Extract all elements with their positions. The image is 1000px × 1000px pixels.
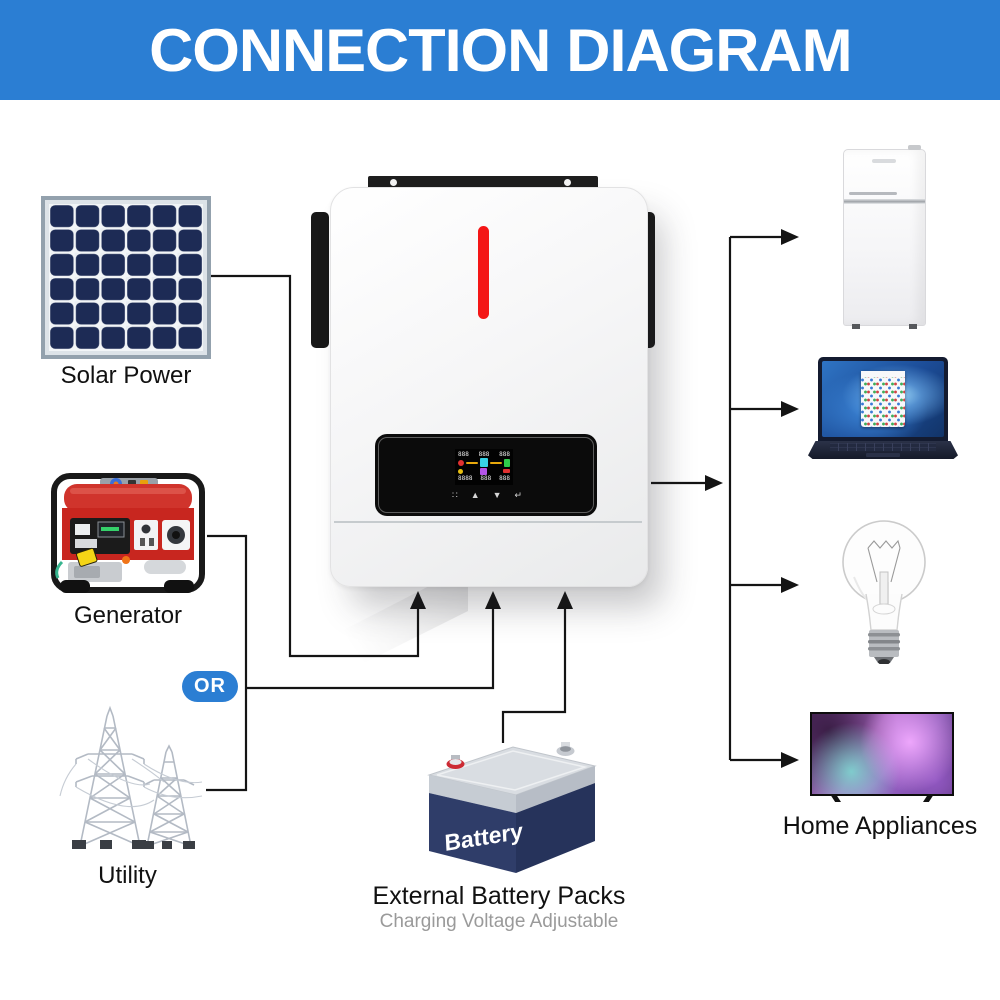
battery-image: Battery [413,733,603,875]
fridge-foot [909,324,917,329]
inverter-led-strip [478,226,489,319]
tv-image [810,712,954,802]
laptop-base [808,441,958,459]
power-towers-icon [59,705,203,849]
wire-icon [466,461,478,464]
inverter-lcd-screen: 888 888 888 8888 888 888 [455,449,513,485]
arrow-battery-to-inverter [557,591,573,609]
laptop-image [808,357,958,463]
load-icon [504,458,510,467]
battery-caption: External Battery Packs [372,882,626,910]
fridge-hinge [908,145,921,150]
connector-solar [211,274,420,658]
lcd-value: 888 [499,475,510,483]
lcd-flow-icons [458,458,510,468]
laptop-screen [818,357,948,441]
alert-icon [503,469,510,474]
connector-battery [501,604,567,743]
light-bulb-icon [842,520,926,664]
refrigerator-image [843,145,926,329]
windows-wallpaper [822,361,944,437]
inverter-display-panel: 888 888 888 8888 888 888 [375,434,597,516]
utility-image [50,702,205,860]
arrow-tv [781,752,799,768]
lcd-value: 888 [458,450,469,458]
connector-generator-utility [206,534,248,792]
inverter-left-grip [311,212,329,348]
lcd-value: 888 [499,450,510,458]
fan-icon [458,459,464,466]
lcd-value: 888 [480,475,492,483]
connector-or-branch [246,604,495,690]
enter-icon: ↵ [514,490,522,500]
light-bulb-image [840,512,928,664]
inverter-seam-line [334,521,642,523]
inverter-body [330,187,648,587]
bracket-hole-icon [564,179,571,186]
sun-icon [458,468,463,474]
lcd-value: 888 [478,450,490,458]
inverter-icon [479,467,487,475]
lcd-bottom-readings: 8888 888 888 [458,476,510,483]
or-badge: OR [182,671,238,702]
arrow-fridge [781,229,799,245]
arrow-ac-to-inverter [485,591,501,609]
arrow-inverter-to-rail [705,475,723,491]
arrow-bulb [781,577,799,593]
fridge-logo [872,159,896,163]
page-title: CONNECTION DIAGRAM [148,16,852,84]
touch-buttons: ∷ ▲ ▼ ↵ [452,491,522,500]
bracket-hole-icon [390,179,397,186]
up-icon: ▲ [470,490,480,500]
lcd-value: 8888 [458,475,473,483]
start-menu-panel [861,371,905,427]
down-icon: ▼ [492,490,502,500]
menu-icon: ∷ [452,490,458,500]
utility-label: Utility [98,862,157,889]
lcd-top-readings: 888 888 888 [458,451,510,458]
battery-3d-icon: Battery [427,742,597,873]
fridge-foot [852,324,860,329]
solar-panel-image [41,196,211,359]
generator-icon [51,473,205,593]
laptop-touchpad [866,453,900,457]
solar-power-label: Solar Power [60,362,192,389]
tv-foot [829,794,841,802]
inverter-mount-bracket [368,176,598,190]
generator-label: Generator [73,602,183,629]
laptop-keyboard [830,443,936,451]
battery-icon [480,458,488,468]
battery-subcaption: Charging Voltage Adjustable [379,911,619,932]
solar-panel-icon [41,196,211,359]
fridge-divider [844,199,925,204]
home-appliances-label: Home Appliances [782,812,978,840]
fridge-freezer-handle [849,192,897,195]
generator-image [48,466,208,600]
lcd-status-icons [458,467,510,475]
wire-icon [490,461,502,464]
arrow-solar-to-inverter [410,591,426,609]
arrow-laptop [781,401,799,417]
header-banner: CONNECTION DIAGRAM [0,0,1000,100]
